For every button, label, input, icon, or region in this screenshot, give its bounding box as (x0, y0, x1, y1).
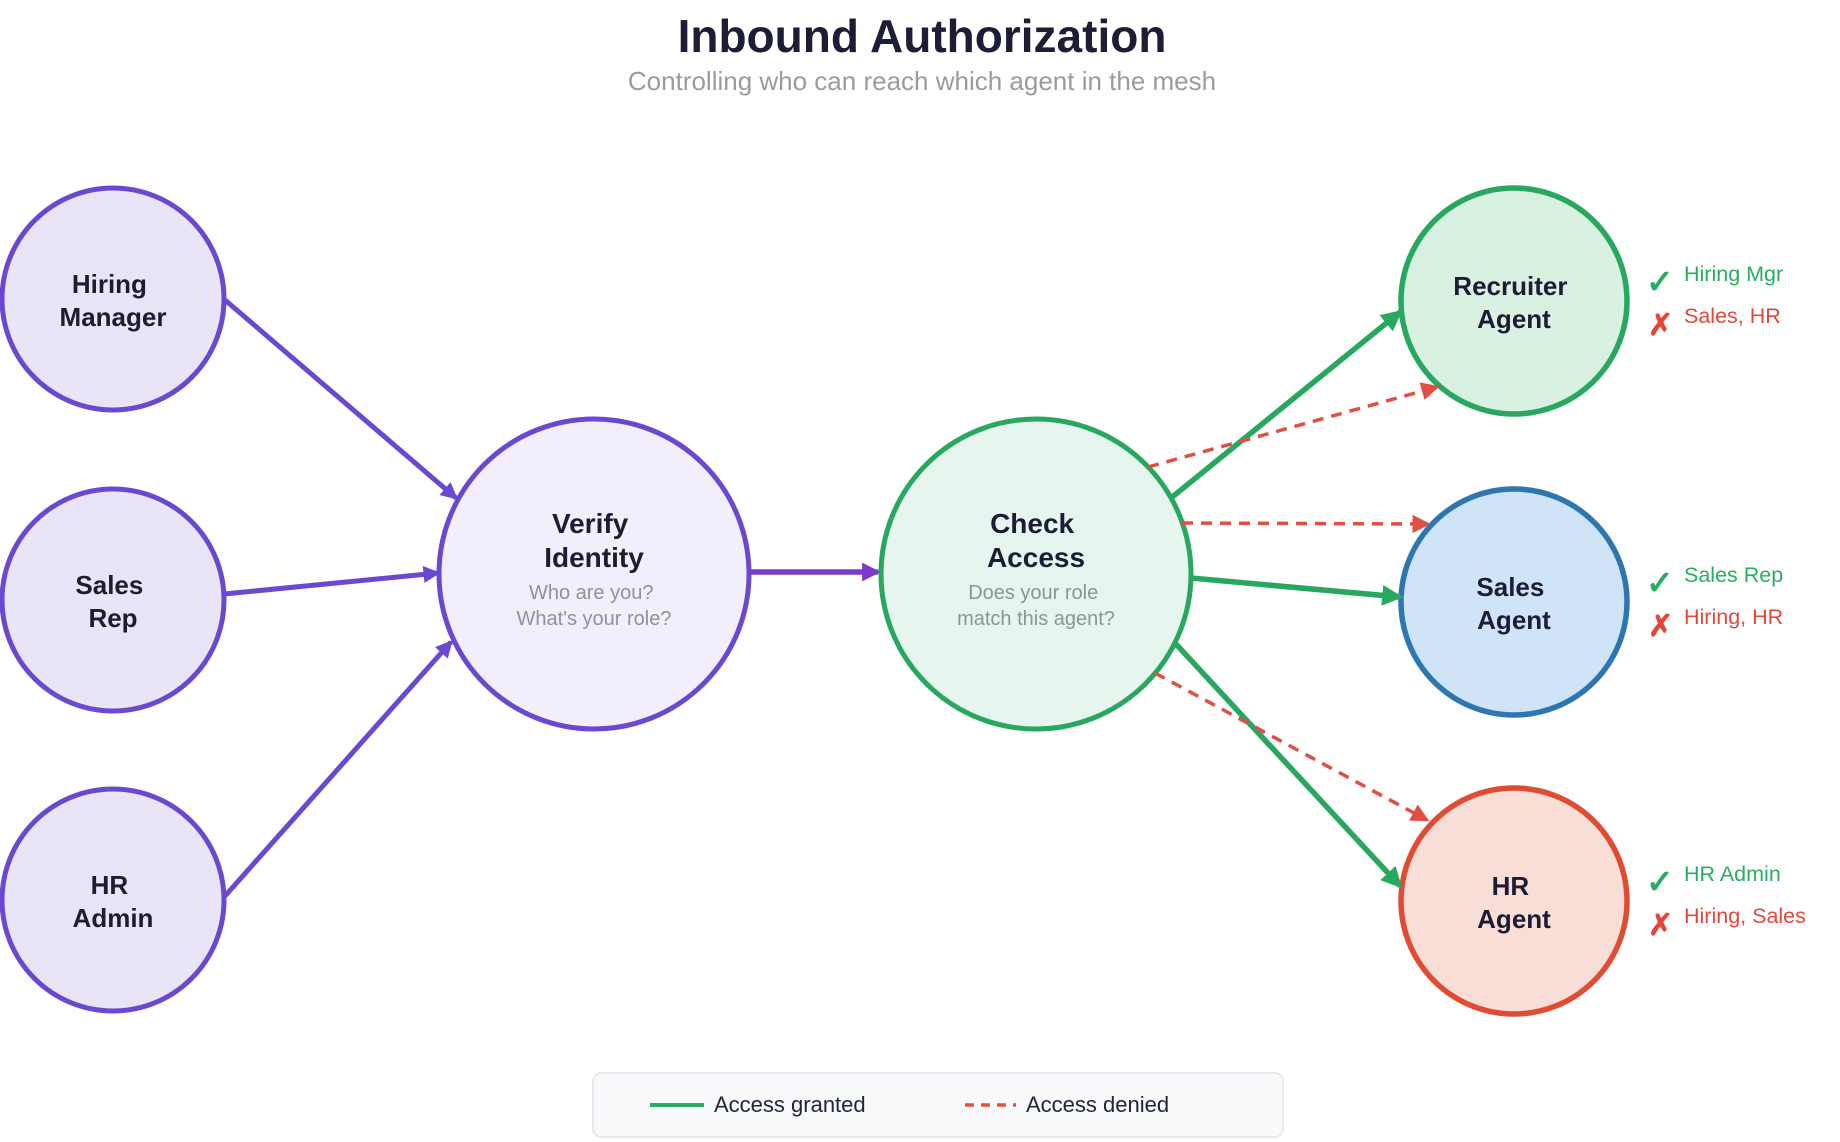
edge-hr-admin-to-verify (223, 640, 453, 898)
legend-denied-label: Access denied (1026, 1092, 1169, 1117)
recruiter-agent-access-list: ✓ Hiring Mgr ✗ Sales, HR (1646, 262, 1783, 342)
header: Inbound Authorization Controlling who ca… (628, 10, 1216, 96)
node-hiring-manager: Hiring Manager (0, 185, 227, 413)
access-denied-edges (1147, 382, 1440, 822)
sales-agent-access-list: ✓ Sales Rep ✗ Hiring, HR (1646, 563, 1783, 643)
hiring-manager-circle (0, 185, 227, 413)
edge-denied-hr (1154, 671, 1430, 822)
x-icon: ✗ (1648, 610, 1673, 643)
check-icon: ✓ (1646, 564, 1674, 601)
node-sales-agent: Sales Agent (1398, 486, 1630, 718)
sales-agent-label: Sales Agent (1476, 572, 1551, 635)
access-granted-edges (1169, 309, 1404, 889)
sales-rep-circle (0, 486, 227, 714)
recruiter-granted-roles: Hiring Mgr (1684, 262, 1783, 286)
node-hr-agent: HR Agent (1398, 785, 1630, 1017)
hiring-manager-label: Hiring Manager (60, 269, 167, 332)
edge-hiring-manager-to-verify (223, 298, 458, 500)
page-subtitle: Controlling who can reach which agent in… (628, 66, 1216, 96)
sales-denied-roles: Hiring, HR (1684, 605, 1783, 629)
page-title: Inbound Authorization (678, 10, 1167, 62)
recruiter-agent-circle (1398, 185, 1630, 417)
legend-granted-label: Access granted (714, 1092, 866, 1117)
hr-agent-circle (1398, 785, 1630, 1017)
edge-denied-recruiter (1147, 382, 1440, 469)
hr-agent-access-list: ✓ HR Admin ✗ Hiring, Sales (1646, 862, 1806, 942)
node-hr-admin: HR Admin (0, 786, 227, 1014)
edge-granted-hr (1172, 641, 1403, 889)
hr-admin-label: HR Admin (73, 870, 154, 933)
check-icon: ✓ (1646, 263, 1674, 300)
verify-identity-question: Who are you? What's your role? (517, 582, 672, 630)
verify-identity-circle (436, 416, 752, 732)
legend: Access granted Access denied (592, 1072, 1284, 1138)
verify-identity-label: Verify Identity (544, 508, 644, 573)
sales-agent-circle (1398, 486, 1630, 718)
identity-edges (223, 298, 881, 898)
check-access-question: Does your role match this agent? (957, 582, 1115, 630)
edge-granted-recruiter (1169, 309, 1403, 501)
edge-denied-sales (1181, 514, 1431, 534)
check-access-label: Check Access (987, 508, 1085, 573)
edge-granted-sales (1190, 575, 1404, 606)
x-icon: ✗ (1648, 909, 1673, 942)
hr-granted-roles: HR Admin (1684, 862, 1781, 886)
recruiter-denied-roles: Sales, HR (1684, 304, 1781, 328)
hr-denied-roles: Hiring, Sales (1684, 904, 1806, 928)
legend-box (592, 1072, 1284, 1138)
x-icon: ✗ (1648, 309, 1673, 342)
check-access-circle (878, 416, 1194, 732)
node-recruiter-agent: Recruiter Agent (1398, 185, 1630, 417)
hr-agent-label: HR Agent (1477, 871, 1551, 934)
edge-sales-rep-to-verify (223, 565, 441, 597)
sales-rep-label: Sales Rep (75, 570, 150, 633)
node-check-access: Check Access Does your role match this a… (878, 416, 1194, 732)
recruiter-agent-label: Recruiter Agent (1453, 271, 1574, 334)
node-verify-identity: Verify Identity Who are you? What's your… (436, 416, 752, 732)
node-sales-rep: Sales Rep (0, 486, 227, 714)
sales-granted-roles: Sales Rep (1684, 563, 1783, 587)
hr-admin-circle (0, 786, 227, 1014)
check-icon: ✓ (1646, 863, 1674, 900)
